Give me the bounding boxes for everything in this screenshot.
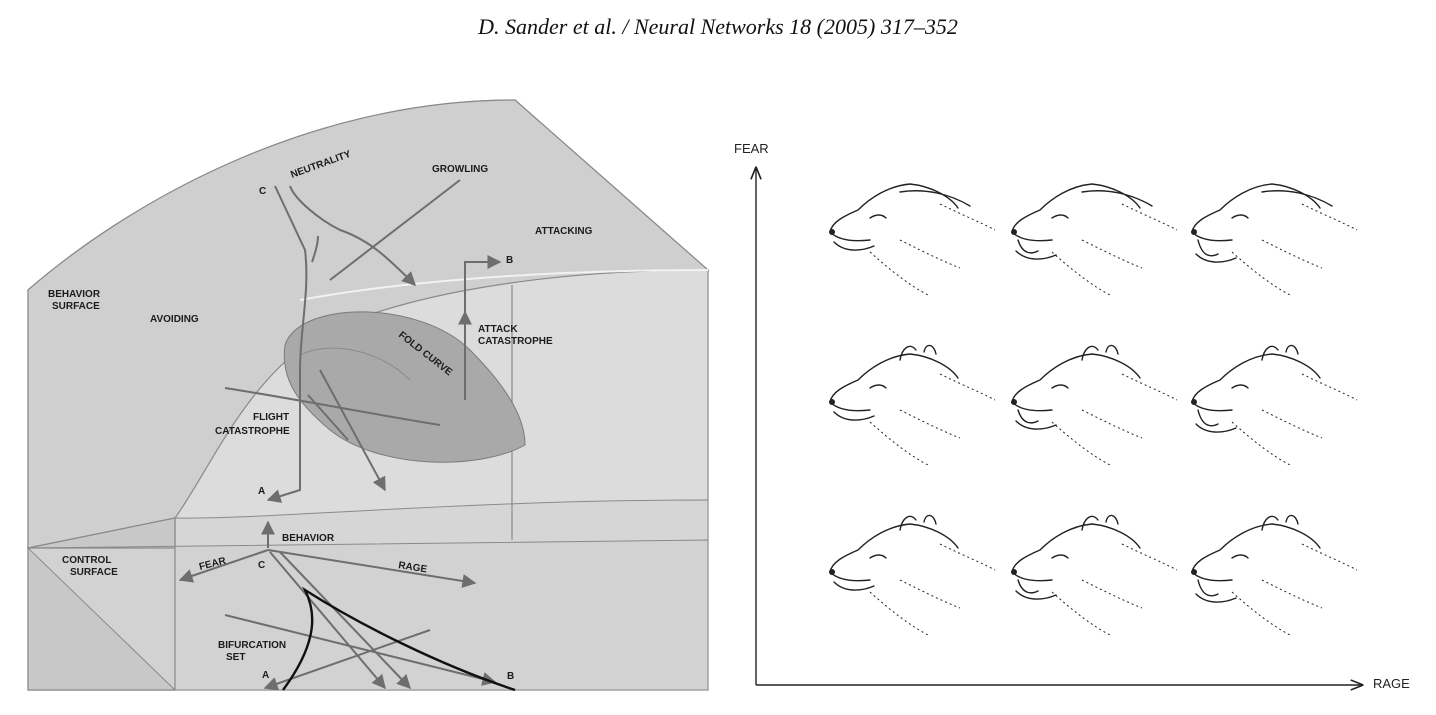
label-point-c-top: C [259, 186, 266, 197]
dog-head-r1-c3 [1191, 183, 1358, 297]
label-control-surface-1: CONTROL [62, 555, 111, 566]
label-point-b-top: B [506, 255, 513, 266]
label-point-a-top: A [258, 486, 265, 497]
bifurcation-set-curve [282, 586, 516, 692]
label-attack-catastrophe-2: CATASTROPHE [478, 336, 553, 347]
label-attacking: ATTACKING [535, 226, 593, 237]
label-attack-catastrophe-1: ATTACK [478, 324, 518, 335]
dog-head-r3-c1 [829, 514, 996, 637]
label-control-surface-2: SURFACE [70, 567, 118, 578]
dog-head-r2-c3 [1191, 344, 1358, 467]
label-flight-catastrophe-2: CATASTROPHE [215, 426, 290, 437]
label-rage-control: RAGE [398, 560, 429, 575]
dog-head-r1-c1 [829, 183, 996, 297]
label-behavior: BEHAVIOR [282, 533, 335, 544]
dog-head-r2-c1 [829, 344, 996, 467]
label-behavior-surface-1: BEHAVIOR [48, 289, 101, 300]
dog-head-r2-c2 [1011, 344, 1178, 467]
label-point-c-bottom: C [258, 560, 265, 571]
running-head: D. Sander et al. / Neural Networks 18 (2… [478, 14, 958, 39]
label-growling: GROWLING [432, 164, 488, 175]
dog-head-r1-c2 [1011, 183, 1178, 297]
control-floor [26, 539, 709, 691]
behavior-surface [27, 99, 710, 549]
rage-axis-label: RAGE [1373, 676, 1410, 691]
label-bifurcation-set-2: SET [226, 652, 245, 663]
dog-expression-grid: FEAR RAGE [734, 141, 1410, 691]
fear-axis-label: FEAR [734, 141, 769, 156]
label-point-b-bottom: B [507, 671, 514, 682]
label-behavior-surface-2: SURFACE [52, 301, 100, 312]
label-flight-catastrophe-1: FLIGHT [253, 412, 289, 423]
dog-head-r3-c2 [1011, 514, 1178, 637]
dog-head-template [829, 183, 1358, 637]
label-point-a-bottom: A [262, 670, 269, 681]
label-bifurcation-set-1: BIFURCATION [218, 640, 286, 651]
label-avoiding: AVOIDING [150, 314, 199, 325]
dog-head-r3-c3 [1191, 514, 1358, 637]
cusp-catastrophe-diagram: NEUTRALITY GROWLING ATTACKING BEHAVIOR S… [24, 98, 710, 694]
